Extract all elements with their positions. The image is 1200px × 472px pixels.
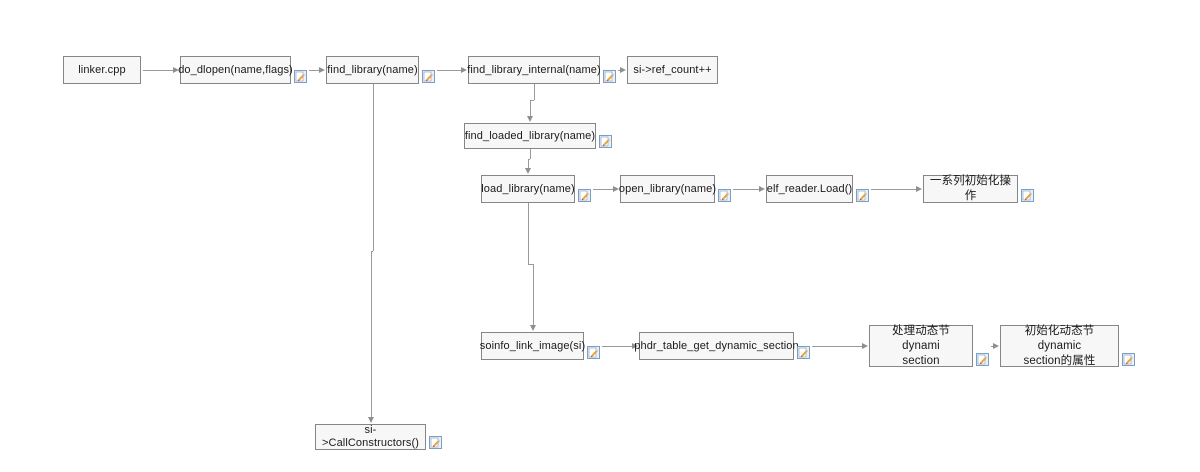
node-find_loaded_library[interactable]: find_loaded_library(name) bbox=[464, 123, 596, 149]
connector-line bbox=[373, 84, 374, 251]
node-load_library[interactable]: load_library(name) bbox=[481, 175, 575, 203]
arrow-head-right bbox=[613, 185, 619, 192]
node-init_ops[interactable]: 一系列初始化操作 bbox=[923, 175, 1018, 203]
arrow-head-right bbox=[916, 185, 922, 192]
node-init_dynamic[interactable]: 初始化动态节dynamic section的属性 bbox=[1000, 325, 1119, 367]
note-icon[interactable] bbox=[422, 70, 435, 83]
connector-line bbox=[733, 189, 759, 190]
node-find_library_internal[interactable]: find_library_internal(name) bbox=[467, 56, 601, 84]
note-icon[interactable] bbox=[587, 346, 600, 359]
connector-line bbox=[871, 189, 916, 190]
note-icon[interactable] bbox=[603, 70, 616, 83]
note-icon[interactable] bbox=[1021, 189, 1034, 202]
node-ref_count[interactable]: si->ref_count++ bbox=[627, 56, 718, 84]
note-icon[interactable] bbox=[797, 346, 810, 359]
arrow-head-right bbox=[461, 66, 467, 73]
connector-line bbox=[533, 264, 534, 325]
note-icon[interactable] bbox=[976, 353, 989, 366]
connector-line bbox=[528, 203, 529, 264]
connector-line bbox=[528, 264, 533, 265]
connector-line bbox=[530, 100, 534, 101]
node-elf_reader_load[interactable]: elf_reader.Load() bbox=[766, 175, 853, 203]
arrow-head-right bbox=[620, 66, 626, 73]
connector-line bbox=[309, 70, 319, 71]
connector-line bbox=[371, 251, 372, 417]
arrow-head-down bbox=[367, 417, 374, 423]
node-open_library[interactable]: open_library(name) bbox=[619, 175, 716, 203]
note-icon[interactable] bbox=[578, 189, 591, 202]
arrow-head-right bbox=[993, 342, 999, 349]
arrow-head-down bbox=[524, 168, 531, 174]
note-icon[interactable] bbox=[599, 135, 612, 148]
node-linker_cpp[interactable]: linker.cpp bbox=[63, 56, 141, 84]
node-do_dlopen[interactable]: do_dlopen(name,flags) bbox=[178, 56, 293, 84]
connector-line bbox=[528, 159, 530, 160]
note-icon[interactable] bbox=[856, 189, 869, 202]
arrow-head-down bbox=[529, 325, 536, 331]
connector-line bbox=[991, 346, 993, 347]
connector-line bbox=[602, 346, 632, 347]
note-icon[interactable] bbox=[718, 189, 731, 202]
node-find_library[interactable]: find_library(name) bbox=[326, 56, 419, 84]
connector-line bbox=[528, 159, 529, 168]
note-icon[interactable] bbox=[1122, 353, 1135, 366]
arrow-head-right bbox=[632, 342, 638, 349]
arrow-head-right bbox=[173, 66, 179, 73]
node-call_constructors[interactable]: si->CallConstructors() bbox=[315, 424, 426, 450]
connector-line bbox=[143, 70, 173, 71]
node-handle_dynamic[interactable]: 处理动态节dynami section bbox=[869, 325, 973, 367]
arrow-head-down bbox=[526, 116, 533, 122]
arrow-head-right bbox=[862, 342, 868, 349]
connector-line bbox=[530, 100, 531, 116]
connector-line bbox=[618, 70, 620, 71]
arrow-head-right bbox=[759, 185, 765, 192]
note-icon[interactable] bbox=[429, 436, 442, 449]
connector-line bbox=[530, 149, 531, 159]
node-phdr_table[interactable]: phdr_table_get_dynamic_section bbox=[634, 332, 799, 360]
connector-line bbox=[812, 346, 862, 347]
connector-line bbox=[534, 84, 535, 100]
arrow-head-right bbox=[319, 66, 325, 73]
node-soinfo_link_image[interactable]: soinfo_link_image(si) bbox=[480, 332, 585, 360]
connector-line bbox=[371, 251, 373, 252]
note-icon[interactable] bbox=[294, 70, 307, 83]
connector-line bbox=[593, 189, 613, 190]
connector-line bbox=[437, 70, 461, 71]
